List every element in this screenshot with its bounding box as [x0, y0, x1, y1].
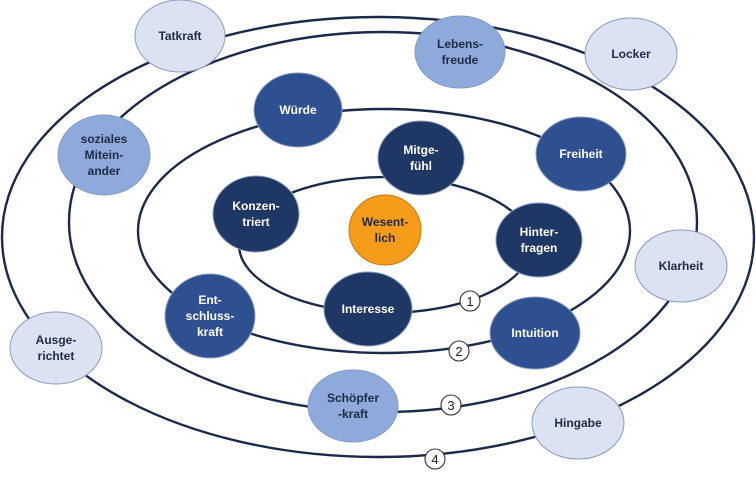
node-locker: Locker — [584, 17, 678, 91]
node-soziales-miteinander-label-line: ander — [88, 164, 121, 178]
node-intuition-label-line: Intuition — [511, 326, 558, 340]
node-ausgerichtet-label-line: Ausge- — [36, 333, 77, 347]
node-klarheit: Klarheit — [634, 229, 728, 303]
node-center-label-line: lich — [375, 231, 396, 245]
node-ausgerichtet-label-line: richtet — [38, 349, 75, 363]
node-schoepferkraft-label-line: -kraft — [338, 407, 368, 421]
node-mitgefuehl-label-line: fühl — [410, 159, 432, 173]
node-hinterfragen-label-line: Hinter- — [520, 225, 559, 239]
node-hingabe-label-line: Hingabe — [554, 416, 602, 430]
node-klarheit-ellipse — [634, 229, 728, 303]
node-intuition: Intuition — [489, 296, 581, 370]
node-locker-label-line: Locker — [611, 47, 651, 61]
node-center: Wesent-lich — [348, 194, 422, 266]
node-klarheit-label-line: Klarheit — [659, 259, 704, 273]
node-soziales-miteinander-label-line: soziales — [81, 132, 128, 146]
nodes-layer: Wesent-lichMitge-fühlKonzen-triertHinter… — [9, 0, 728, 460]
node-lebensfreude-ellipse — [414, 15, 506, 89]
node-entschlusskraft-label-line: kraft — [197, 325, 223, 339]
node-center-label-line: Wesent- — [362, 215, 408, 229]
ring-number-2-label: 2 — [455, 344, 462, 359]
ring-number-1-label: 1 — [466, 294, 473, 309]
node-schoepferkraft: Schöpfer -kraft — [307, 369, 399, 443]
node-freiheit-ellipse — [535, 116, 627, 192]
node-freiheit: Freiheit — [535, 116, 627, 192]
node-mitgefuehl: Mitge-fühl — [377, 120, 465, 196]
node-locker-ellipse — [584, 17, 678, 91]
node-konzentriert-label-line: Konzen- — [232, 199, 279, 213]
node-konzentriert: Konzen-triert — [212, 175, 300, 253]
ring-number-4: 4 — [424, 448, 446, 470]
ring-number-3-label: 3 — [447, 398, 454, 413]
node-konzentriert-ellipse — [212, 175, 300, 253]
node-entschlusskraft: Ent-schluss-kraft — [164, 273, 256, 359]
node-wuerde: Würde — [253, 72, 343, 148]
node-lebensfreude-label-line: freude — [442, 53, 479, 67]
node-mitgefuehl-ellipse — [377, 120, 465, 196]
node-interesse: Interesse — [323, 271, 413, 347]
node-hinterfragen-ellipse — [495, 202, 583, 278]
node-intuition-ellipse — [489, 296, 581, 370]
node-soziales-miteinander-label-line: Mitein- — [85, 148, 124, 162]
node-schoepferkraft-ellipse — [307, 369, 399, 443]
node-schoepferkraft-label-line: Schöpfer — [327, 391, 379, 405]
node-entschlusskraft-ellipse — [164, 273, 256, 359]
ring-number-4-label: 4 — [431, 452, 438, 467]
node-tatkraft-label-line: Tatkraft — [158, 29, 201, 43]
node-hinterfragen-label-line: fragen — [521, 241, 558, 255]
node-interesse-label-line: Interesse — [342, 302, 395, 316]
node-entschlusskraft-label-line: schluss- — [186, 309, 235, 323]
node-hingabe-ellipse — [531, 386, 625, 460]
node-wuerde-ellipse — [253, 72, 343, 148]
ring-4 — [0, 15, 756, 459]
node-entschlusskraft-label-line: Ent- — [198, 293, 221, 307]
node-center-ellipse — [348, 194, 422, 266]
ring-number-2: 2 — [448, 340, 470, 362]
node-hinterfragen: Hinter-fragen — [495, 202, 583, 278]
node-ausgerichtet: Ausge-richtet — [9, 311, 103, 385]
node-tatkraft: Tatkraft — [134, 0, 226, 73]
node-soziales-miteinander-ellipse — [57, 114, 151, 196]
node-freiheit-label-line: Freiheit — [559, 147, 602, 161]
node-mitgefuehl-label-line: Mitge- — [403, 143, 438, 157]
ring-2 — [136, 107, 632, 355]
node-tatkraft-ellipse — [134, 0, 226, 73]
node-ausgerichtet-ellipse — [9, 311, 103, 385]
ring-number-1: 1 — [459, 290, 481, 312]
node-wuerde-label-line: Würde — [279, 103, 317, 117]
node-interesse-ellipse — [323, 271, 413, 347]
node-konzentriert-label-line: triert — [242, 215, 269, 229]
ring-number-3: 3 — [440, 394, 462, 416]
node-hingabe: Hingabe — [531, 386, 625, 460]
node-lebensfreude-label-line: Lebens- — [437, 37, 483, 51]
node-lebensfreude: Lebens-freude — [414, 15, 506, 89]
